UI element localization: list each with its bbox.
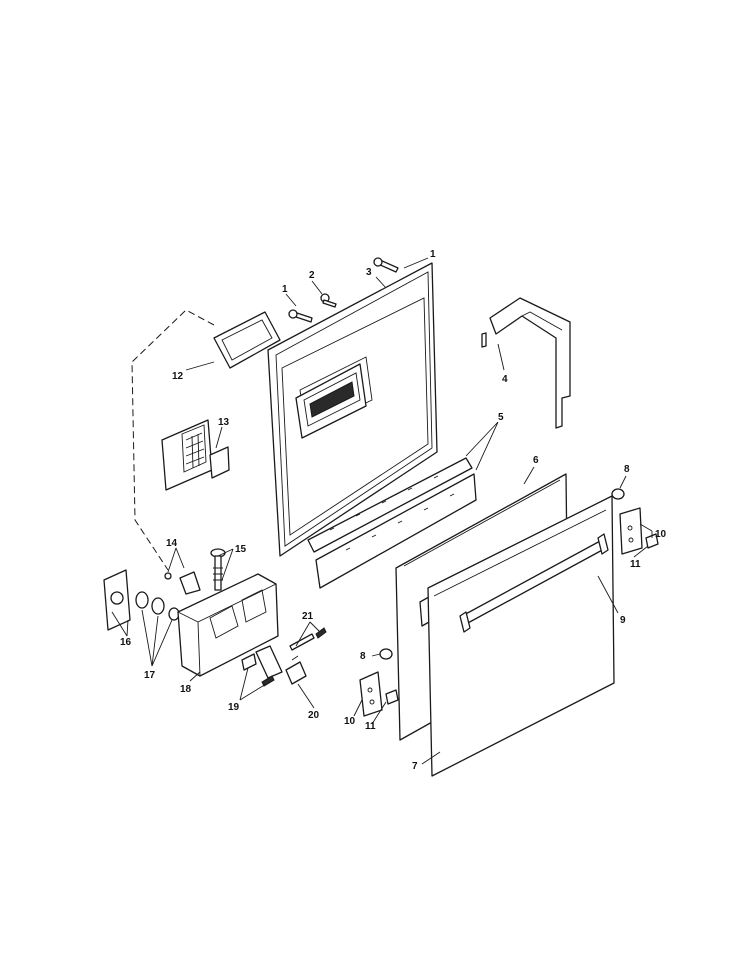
part-springs-19 [241,645,283,687]
callout-17: 17 [144,670,156,681]
part-gasket-frame [213,311,281,369]
part-pins-21 [289,627,327,651]
part-bumper-8b [379,648,393,660]
callout-15: 15 [235,544,247,555]
part-bracket [481,297,571,429]
callout-8b: 8 [360,651,366,662]
leader-lines [111,257,653,765]
callout-21: 21 [302,611,314,622]
callout-7: 7 [412,761,418,772]
part-inner-door [267,262,438,557]
part-handle [459,533,609,633]
part-plunger [210,548,226,591]
part-screw-1b [288,309,313,323]
part-rings [135,591,180,621]
callout-1a: 1 [430,249,436,260]
callout-6: 6 [533,455,539,466]
part-latch-cover [103,569,131,631]
part-latch-pin [164,571,201,595]
part-bumper-8a [611,488,625,500]
callout-12: 12 [172,371,184,382]
callout-2: 2 [309,270,315,281]
callout-20: 20 [308,710,320,721]
callout-labels: 1 1 2 3 4 5 6 7 8 8 9 10 10 11 11 12 13 … [120,249,667,772]
callout-10b: 10 [344,716,356,727]
part-mount-block-left [359,671,399,717]
callout-11b: 11 [365,721,376,732]
part-hinge-rail [307,457,477,589]
callout-13: 13 [218,417,230,428]
callout-4: 4 [502,374,508,385]
part-latch-housing [177,573,279,677]
callout-10a: 10 [655,529,667,540]
part-screw-1a [373,257,399,273]
callout-3: 3 [366,267,372,278]
part-vent [161,419,230,491]
callout-19: 19 [228,702,240,713]
callout-5: 5 [498,412,504,423]
callout-9: 9 [620,615,626,626]
part-mount-block-right [619,507,659,555]
callout-16: 16 [120,637,132,648]
callout-8a: 8 [624,464,630,475]
callout-18: 18 [180,684,192,695]
callout-1b: 1 [282,284,288,295]
callout-11a: 11 [630,559,641,570]
part-screw-2 [320,293,337,308]
part-switch [285,655,307,685]
callout-14: 14 [166,538,178,549]
